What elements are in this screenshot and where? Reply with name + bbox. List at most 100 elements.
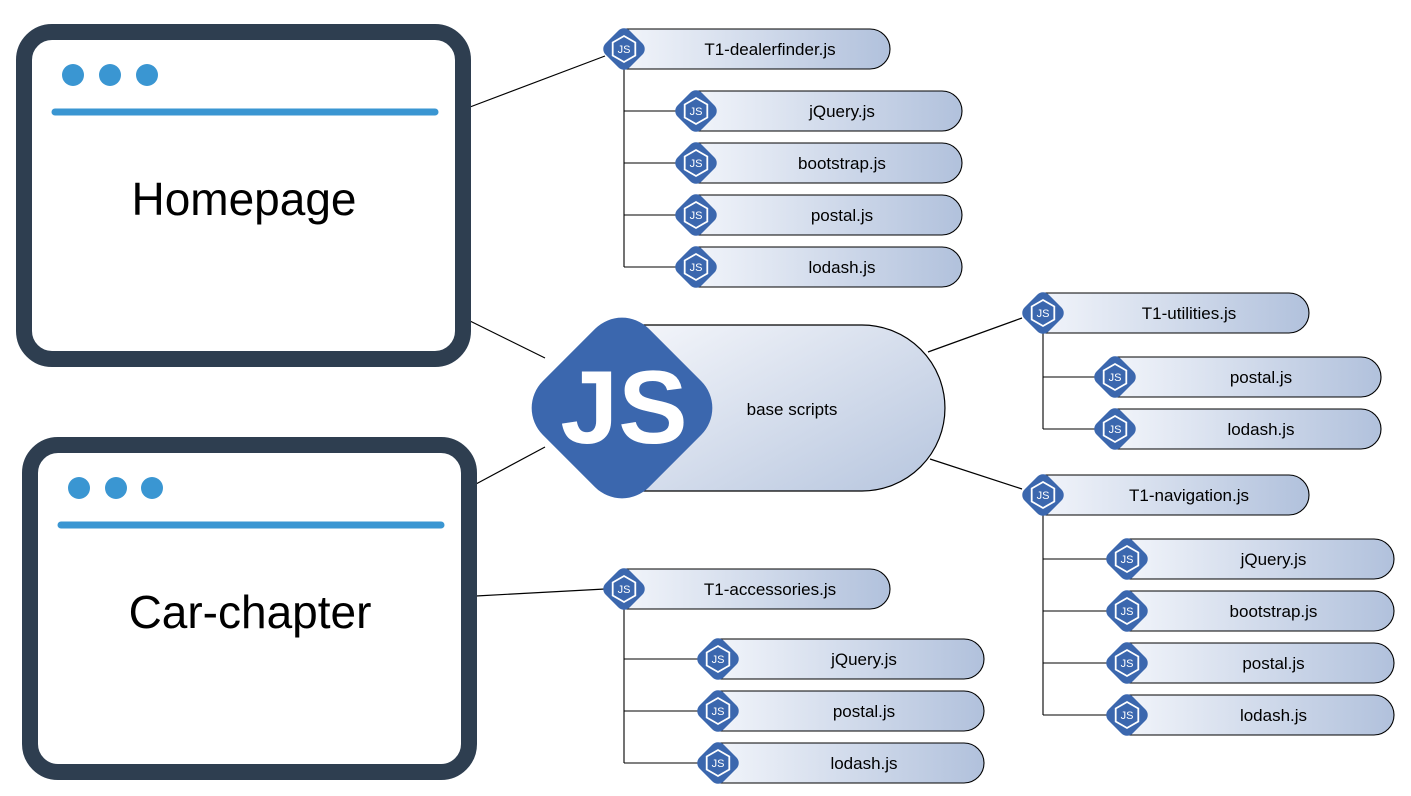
js-diamond-icon [697,742,739,784]
js-diamond-icon [1094,356,1136,398]
pill-background [1126,590,1395,632]
hub-label: base scripts [747,400,838,419]
nodejs-hexagon-icon [683,200,709,230]
dependency-label: jQuery.js [808,102,875,121]
dependency-label: postal.js [1230,368,1292,387]
connector-carchapter-accessories [475,588,606,597]
nodejs-hexagon-icon [1030,480,1056,510]
js-logo-icon [531,317,713,499]
car-chapter-window: Car-chapter [22,437,477,780]
js-icon-text: JS [618,44,631,56]
dependency-postal-js: JS postal.js [675,194,963,236]
dependency-label: postal.js [811,206,873,225]
pill-background [1114,356,1382,398]
page-title-homepage: Homepage [131,173,356,225]
js-icon-text: JS [690,210,703,222]
homepage-window: Homepage [16,24,471,367]
pill-background [1114,408,1382,450]
window-dot-icon [62,64,84,86]
module-label: T1-utilities.js [1142,304,1236,323]
js-diamond-icon [1106,538,1148,580]
dependency-label: bootstrap.js [1230,602,1318,621]
js-icon-text: JS [712,654,725,666]
module-label: T1-accessories.js [704,580,836,599]
js-diamond-icon [697,690,739,732]
js-diamond-icon [675,246,717,288]
pill-background [695,90,963,132]
pill-background [1042,474,1310,516]
js-icon-text: JS [1037,308,1050,320]
pill-background [1126,538,1395,580]
nodejs-hexagon-icon [1102,414,1128,444]
nodejs-hexagon-icon [705,696,731,726]
hub-pill [639,324,946,492]
js-icon-text: JS [1121,710,1134,722]
js-icon-text: JS [1109,424,1122,436]
nodejs-hexagon-icon [1102,362,1128,392]
js-icon-text: JS [1121,554,1134,566]
base-scripts-hub: JS base scripts [531,317,946,499]
nodejs-hexagon-icon [705,644,731,674]
pill-background [695,194,963,236]
js-icon-text: JS [1109,372,1122,384]
js-diamond-icon [1106,590,1148,632]
pill-background [623,568,891,610]
pill-background [717,742,985,784]
module-t1-navigation-js: JS T1-navigation.js [1022,474,1310,516]
nodejs-hexagon-icon [1114,648,1140,678]
js-diamond-icon [1022,474,1064,516]
js-icon-text: JS [1121,658,1134,670]
connector-hub-navigation [929,458,1023,490]
nodejs-hexagon-icon [611,34,637,64]
module-label: T1-navigation.js [1129,486,1249,505]
connector-hub-utilities [927,317,1023,353]
js-icon-text: JS [1037,490,1050,502]
js-diamond-icon [1022,292,1064,334]
js-diamond-icon [697,638,739,680]
dependency-postal-js: JS postal.js [1094,356,1382,398]
js-diamond-icon [675,194,717,236]
js-icon-text: JS [690,262,703,274]
js-icon-text: JS [618,584,631,596]
dependency-label: lodash.js [1227,420,1294,439]
page-title-car-chapter: Car-chapter [129,586,372,638]
module-t1-utilities-js: JS T1-utilities.js [1022,292,1310,334]
js-diamond-icon [675,90,717,132]
dependency-label: postal.js [833,702,895,721]
dependency-label: bootstrap.js [798,154,886,173]
pill-background [695,142,963,184]
window-dot-icon [105,477,127,499]
js-diamond-icon [603,28,645,70]
nodejs-hexagon-icon [1114,700,1140,730]
js-diamond-icon [1106,642,1148,684]
js-diamond-icon [675,142,717,184]
pill-background [1126,694,1395,736]
pill-background [695,246,963,288]
pill-background [623,28,891,70]
js-diamond-icon [603,568,645,610]
js-logo-text: JS [560,350,687,466]
dependency-bootstrap-js: JS bootstrap.js [675,142,963,184]
connector-homepage-dealerfinder [469,55,606,108]
nodejs-hexagon-icon [705,748,731,778]
js-icon-text: JS [712,706,725,718]
connector-carchapter-hub [475,446,546,485]
js-icon-text: JS [690,158,703,170]
pill-background [717,690,985,732]
pill-background [717,638,985,680]
pill-background [1042,292,1310,334]
